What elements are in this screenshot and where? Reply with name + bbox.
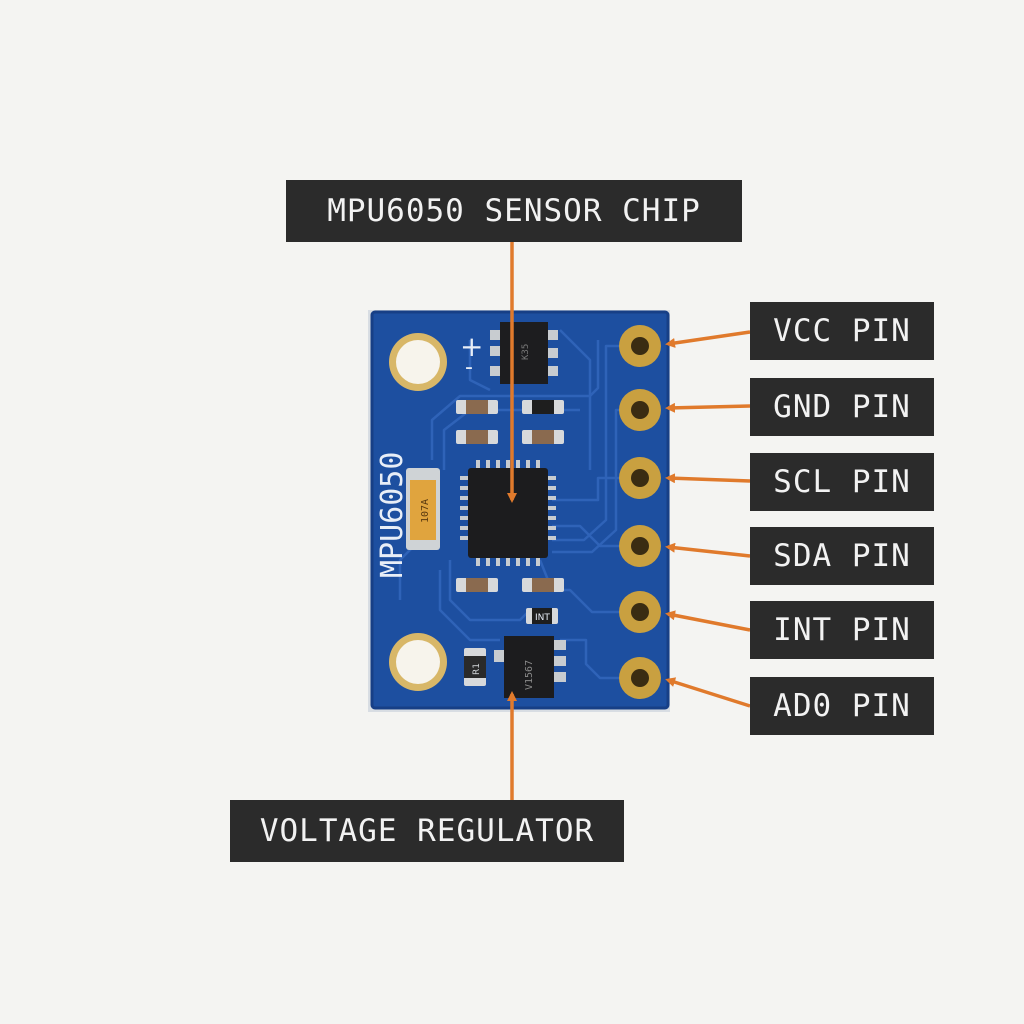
gnd-pin-label: GND PIN <box>750 378 934 436</box>
arrow-scl <box>665 473 751 484</box>
callout-arrows <box>507 242 751 800</box>
ad0-pin-label: AD0 PIN <box>750 677 934 735</box>
plus-sign-label: + <box>460 330 483 363</box>
header-pin-ad0 <box>619 657 661 699</box>
header-pin-sda <box>619 525 661 567</box>
arrow-int <box>665 610 751 632</box>
sda-pin-label: SDA PIN <box>750 527 934 585</box>
voltage-regulator-label: VOLTAGE REGULATOR <box>230 800 624 862</box>
mpu6050-chip <box>460 460 556 566</box>
header-pin-int <box>619 591 661 633</box>
int-component-marking: INT <box>535 613 550 623</box>
silkscreen-model-text: MPU6050 <box>375 452 410 578</box>
mounting-hole-bottom <box>389 633 447 691</box>
header-pins <box>619 325 661 699</box>
tantalum-capacitor: 107A <box>406 468 440 550</box>
arrow-gnd <box>665 402 751 413</box>
vcc-pin-label: VCC PIN <box>750 302 934 360</box>
arrow-sda <box>665 542 751 558</box>
header-pin-scl <box>619 457 661 499</box>
int-pin-label: INT PIN <box>750 601 934 659</box>
top-ic-marking: K35 <box>521 344 531 360</box>
r1-component-marking: R1 <box>472 663 482 675</box>
minus-sign-label: - <box>465 355 473 380</box>
arrow-ad0 <box>665 677 751 708</box>
capacitor-marking: 107A <box>420 499 431 523</box>
header-pin-vcc <box>619 325 661 367</box>
pcb-board: MPU6050 + - 107A K35 <box>368 310 670 712</box>
smd-components: INT R1 <box>456 400 564 686</box>
header-pin-gnd <box>619 389 661 431</box>
top-ic: K35 <box>490 322 558 384</box>
voltage-regulator-component: V1567 <box>494 636 566 698</box>
sensor-chip-label: MPU6050 SENSOR CHIP <box>286 180 742 242</box>
regulator-marking: V1567 <box>524 660 535 690</box>
scl-pin-label: SCL PIN <box>750 453 934 511</box>
arrow-vcc <box>665 330 751 348</box>
mounting-hole-top <box>389 333 447 391</box>
